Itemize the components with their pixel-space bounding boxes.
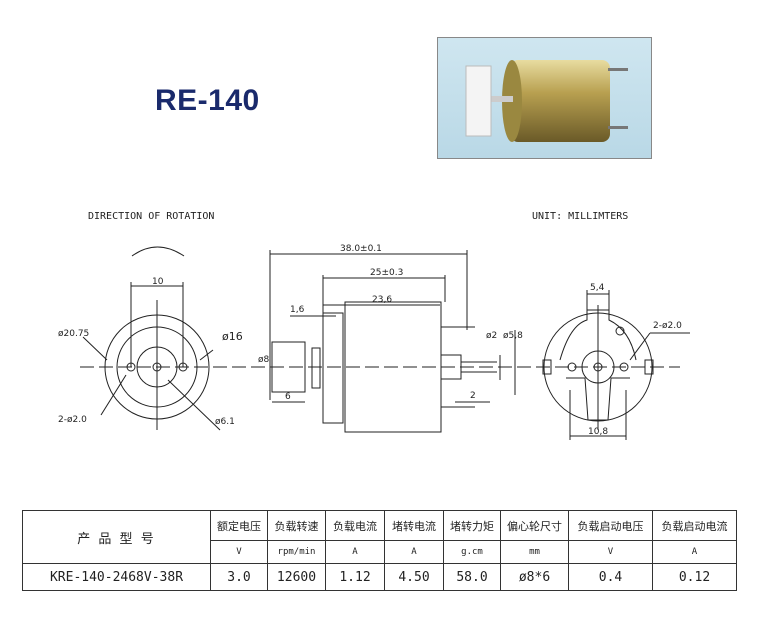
unit-label: UNIT: MILLIMTERS bbox=[532, 211, 628, 222]
side-view bbox=[269, 250, 516, 433]
unit-cell: A bbox=[325, 540, 385, 564]
unit-cell: rpm/min bbox=[267, 540, 326, 564]
unit-cell: g.cm bbox=[443, 540, 501, 564]
dim-1-6: 1,6 bbox=[290, 305, 305, 315]
motor-photo bbox=[437, 37, 652, 159]
dim-d5-8: ø5,8 bbox=[503, 331, 523, 341]
dim-5-4: 5,4 bbox=[590, 283, 605, 293]
header-cell: 堵转电流 bbox=[384, 510, 444, 541]
technical-drawing: DIRECTION OF ROTATION UNIT: MILLIMTERS 1… bbox=[58, 211, 690, 440]
unit-cell: A bbox=[652, 540, 737, 564]
dim-10-8: 10,8 bbox=[588, 427, 608, 437]
dim-d6-1: ø6.1 bbox=[215, 417, 235, 427]
value-cell: 1.12 bbox=[325, 563, 385, 591]
model-header: 产 品 型 号 bbox=[22, 510, 211, 564]
header-cell: 负载转速 bbox=[267, 510, 326, 541]
dim-10: 10 bbox=[152, 277, 164, 287]
header-cell: 负载启动电流 bbox=[652, 510, 737, 541]
dim-d8: ø8 bbox=[258, 355, 270, 365]
rotation-arrow-icon bbox=[131, 246, 185, 257]
front-view bbox=[82, 282, 221, 431]
dim-d20-75: ø20.75 bbox=[58, 329, 89, 339]
value-cell: 3.0 bbox=[210, 563, 268, 591]
header-cell: 偏心轮尺寸 bbox=[500, 510, 569, 541]
header-cell: 负载电流 bbox=[325, 510, 385, 541]
model-cell: KRE-140-2468V-38R bbox=[22, 563, 211, 591]
dim-holes-right: 2-ø2.0 bbox=[653, 321, 682, 331]
dim-d2: ø2 bbox=[486, 331, 497, 341]
value-cell: 4.50 bbox=[384, 563, 444, 591]
rear-view bbox=[542, 290, 690, 440]
motor-image bbox=[465, 60, 628, 142]
unit-cell: A bbox=[384, 540, 444, 564]
value-cell: 58.0 bbox=[443, 563, 501, 591]
product-title: RE-140 bbox=[155, 84, 260, 117]
value-cell: 0.4 bbox=[568, 563, 653, 591]
dim-holes: 2-ø2.0 bbox=[58, 415, 87, 425]
dim-23-6: 23,6 bbox=[372, 295, 392, 305]
dim-2: 2 bbox=[470, 391, 476, 401]
dim-25: 25±0.3 bbox=[370, 268, 403, 278]
spec-table: 产 品 型 号 额定电压 负载转速 负载电流 堵转电流 堵转力矩 偏心轮尺寸 负… bbox=[22, 510, 737, 591]
direction-label: DIRECTION OF ROTATION bbox=[88, 211, 214, 222]
header-cell: 负载启动电压 bbox=[568, 510, 653, 541]
header-cell: 额定电压 bbox=[210, 510, 268, 541]
unit-cell: V bbox=[210, 540, 268, 564]
value-cell: 0.12 bbox=[652, 563, 737, 591]
unit-cell: mm bbox=[500, 540, 569, 564]
dim-6: 6 bbox=[285, 392, 291, 402]
value-cell: ø8*6 bbox=[500, 563, 569, 591]
value-cell: 12600 bbox=[267, 563, 326, 591]
unit-cell: V bbox=[568, 540, 653, 564]
dim-d16: ø16 bbox=[222, 330, 243, 343]
dim-38: 38.0±0.1 bbox=[340, 244, 382, 254]
header-cell: 堵转力矩 bbox=[443, 510, 501, 541]
